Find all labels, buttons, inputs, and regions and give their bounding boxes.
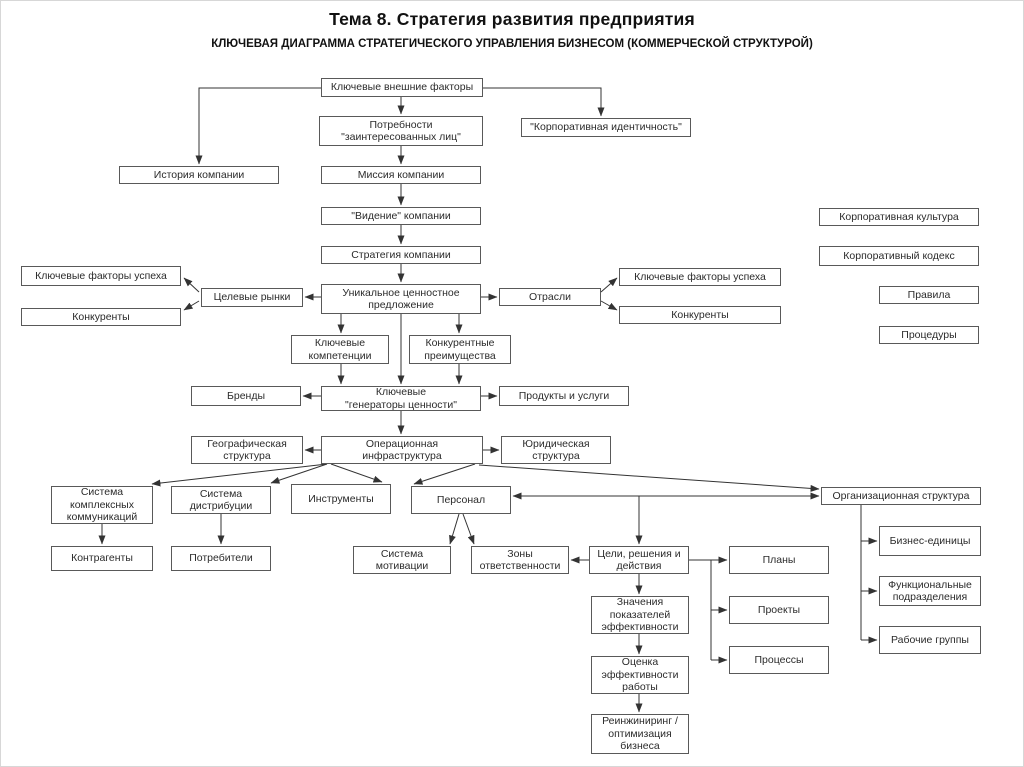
node-rules: Правила bbox=[879, 286, 979, 304]
node-company-history: История компании bbox=[119, 166, 279, 184]
node-key-success-factors-right: Ключевые факторы успеха bbox=[619, 268, 781, 286]
node-company-strategy: Стратегия компании bbox=[321, 246, 481, 264]
node-operational-infrastructure: Операционная инфраструктура bbox=[321, 436, 483, 464]
node-competitors-left: Конкуренты bbox=[21, 308, 181, 326]
node-business-reengineering: Реинжиниринг / оптимизация бизнеса bbox=[591, 714, 689, 754]
node-counterparties: Контрагенты bbox=[51, 546, 153, 571]
node-brands: Бренды bbox=[191, 386, 301, 406]
node-products-services: Продукты и услуги bbox=[499, 386, 629, 406]
node-legal-structure: Юридическая структура bbox=[501, 436, 611, 464]
node-competitive-advantages: Конкурентные преимущества bbox=[409, 335, 511, 364]
node-plans: Планы bbox=[729, 546, 829, 574]
node-motivation-system: Система мотивации bbox=[353, 546, 451, 574]
edge-external-to-identity bbox=[483, 87, 605, 117]
edge-industries-to-competitors-right bbox=[600, 300, 618, 311]
node-performance-indicator-values: Значения показателей эффективности bbox=[591, 596, 689, 634]
node-key-success-factors-left: Ключевые факторы успеха bbox=[21, 266, 181, 286]
node-projects: Проекты bbox=[729, 596, 829, 624]
node-geographic-structure: Географическая структура bbox=[191, 436, 303, 464]
node-company-mission: Миссия компании bbox=[321, 166, 481, 184]
node-working-groups: Рабочие группы bbox=[879, 626, 981, 654]
node-corporate-code: Корпоративный кодекс bbox=[819, 246, 979, 266]
node-performance-evaluation: Оценка эффективности работы bbox=[591, 656, 689, 694]
node-key-external-factors: Ключевые внешние факторы bbox=[321, 78, 483, 97]
edge-infrastructure-to-tools bbox=[330, 463, 383, 483]
node-key-value-generators: Ключевые "генераторы ценности" bbox=[321, 386, 481, 411]
edge-external-to-history bbox=[195, 87, 321, 165]
node-tools: Инструменты bbox=[291, 484, 391, 514]
node-consumers: Потребители bbox=[171, 546, 271, 571]
edge-infrastructure-to-communications bbox=[151, 463, 328, 487]
node-stakeholder-needs: Потребности "заинтересованных лиц" bbox=[319, 116, 483, 146]
node-distribution-system: Система дистрибуции bbox=[171, 486, 271, 514]
page-title: Тема 8. Стратегия развития предприятия bbox=[329, 9, 695, 29]
node-responsibility-zones: Зоны ответственности bbox=[471, 546, 569, 574]
node-goals-decisions-actions: Цели, решения и действия bbox=[589, 546, 689, 574]
node-target-markets: Целевые рынки bbox=[201, 288, 303, 307]
edge-industries-to-ksf-right bbox=[600, 277, 618, 293]
node-functional-divisions: Функциональные подразделения bbox=[879, 576, 981, 606]
node-processes: Процессы bbox=[729, 646, 829, 674]
node-corporate-culture: Корпоративная культура bbox=[819, 208, 979, 226]
node-unique-value-proposition: Уникальное ценностное предложение bbox=[321, 284, 481, 314]
node-corporate-identity: "Корпоративная идентичность" bbox=[521, 118, 691, 137]
node-procedures: Процедуры bbox=[879, 326, 979, 344]
node-industries: Отрасли bbox=[499, 288, 601, 306]
node-company-vision: "Видение" компании bbox=[321, 207, 481, 225]
page-subtitle: КЛЮЧЕВАЯ ДИАГРАММА СТРАТЕГИЧЕСКОГО УПРАВ… bbox=[211, 38, 813, 50]
edge-infrastructure-to-org-structure bbox=[478, 464, 820, 492]
edge-target-markets-to-ksf-left bbox=[183, 277, 200, 293]
node-competitors-right: Конкуренты bbox=[619, 306, 781, 324]
node-personnel: Персонал bbox=[411, 486, 511, 514]
edge-personnel-to-motivation bbox=[449, 513, 460, 545]
node-key-competencies: Ключевые компетенции bbox=[291, 335, 389, 364]
edge-personnel-to-zones bbox=[462, 513, 475, 545]
edge-infrastructure-to-personnel bbox=[413, 463, 476, 485]
node-organizational-structure: Организационная структура bbox=[821, 487, 981, 505]
node-communications-system: Система комплексных коммуникаций bbox=[51, 486, 153, 524]
edge-infrastructure-to-distribution bbox=[270, 463, 328, 484]
node-business-units: Бизнес-единицы bbox=[879, 526, 981, 556]
edge-target-markets-to-competitors-left bbox=[183, 300, 200, 311]
